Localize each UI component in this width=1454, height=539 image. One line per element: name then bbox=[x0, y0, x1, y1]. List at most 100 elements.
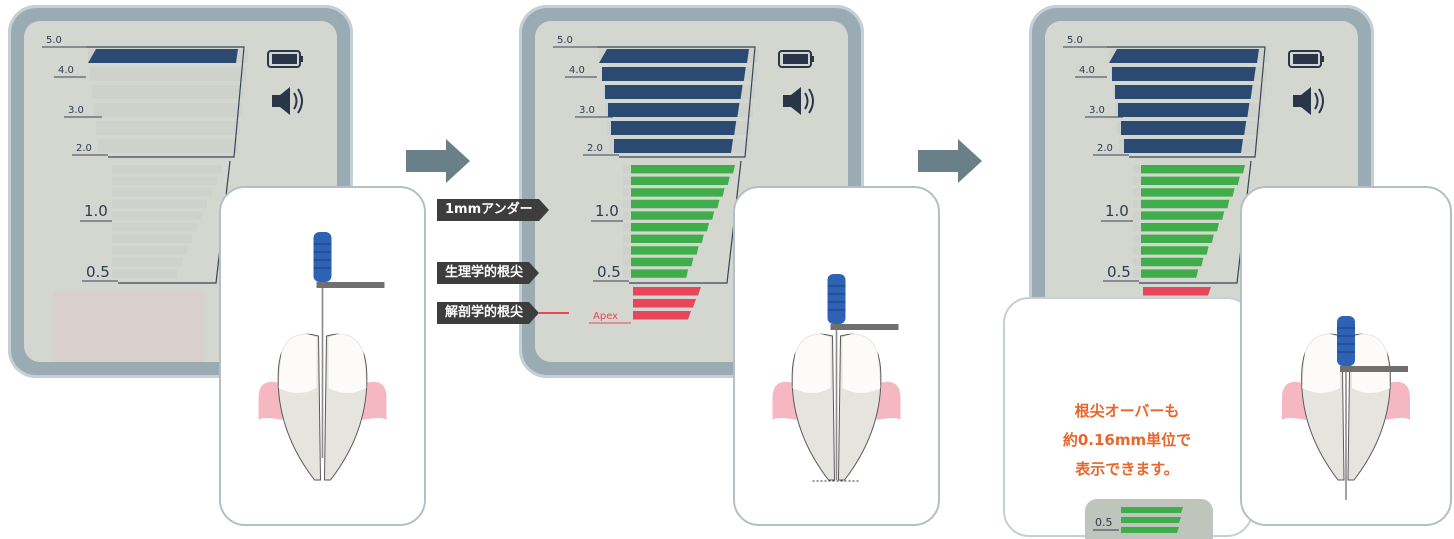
green-bar bbox=[631, 234, 704, 243]
faint-apex-area bbox=[54, 291, 204, 362]
scale-segment-faint bbox=[112, 211, 202, 220]
tooth-card-2 bbox=[733, 186, 940, 526]
scale-segment-faint bbox=[90, 67, 246, 81]
blue-bar bbox=[605, 85, 743, 99]
red-bar bbox=[1143, 287, 1211, 296]
red-bar bbox=[633, 287, 701, 296]
green-bar bbox=[631, 246, 699, 255]
scale-label: 1.0 bbox=[1105, 202, 1129, 220]
scale-segment-faint bbox=[112, 188, 212, 197]
scale-label: Apex bbox=[593, 311, 618, 322]
tag-physiological-apex: 生理学的根尖 bbox=[437, 262, 540, 284]
scale-segment-faint bbox=[112, 199, 207, 209]
file-handle bbox=[313, 232, 332, 282]
blue-bar bbox=[608, 103, 740, 117]
tooth-illustration-3 bbox=[1282, 316, 1410, 500]
scale-label: 2.0 bbox=[76, 143, 92, 154]
scale-segment-faint bbox=[98, 139, 238, 153]
gum-left bbox=[772, 381, 797, 420]
green-bar bbox=[631, 199, 720, 209]
green-bar bbox=[1141, 211, 1225, 220]
scale-label: 3.0 bbox=[1089, 105, 1105, 116]
tooth-illustration-1 bbox=[258, 232, 387, 481]
green-bar bbox=[631, 257, 694, 267]
gum-left bbox=[258, 381, 283, 420]
blue-bar bbox=[1124, 139, 1243, 153]
rubber-stopper bbox=[1340, 366, 1408, 372]
tag-anatomical-apex-label: 解剖学的根尖 bbox=[437, 302, 530, 324]
green-bar bbox=[631, 269, 689, 278]
scale-segment-faint bbox=[94, 103, 242, 117]
green-bar bbox=[631, 211, 715, 220]
gum-left bbox=[1282, 381, 1306, 420]
scale-label: 1.0 bbox=[84, 202, 108, 220]
scale-bracket-upper bbox=[1107, 46, 1266, 158]
green-bar bbox=[1141, 234, 1214, 243]
scale-label: 4.0 bbox=[569, 65, 585, 76]
inset-scale-graphic: 0.5 bbox=[1093, 507, 1183, 533]
scale-segment-faint bbox=[96, 121, 240, 135]
green-bar bbox=[1141, 176, 1240, 185]
tag-1mm-under: 1mmアンダー bbox=[437, 199, 549, 221]
tag-physiological-apex-label: 生理学的根尖 bbox=[437, 262, 530, 284]
scale-segment-faint bbox=[112, 246, 187, 255]
scale-label: 1.0 bbox=[595, 202, 619, 220]
inset-scale-label: 0.5 bbox=[1095, 516, 1113, 529]
scale-label: 2.0 bbox=[1097, 143, 1113, 154]
red-bar bbox=[633, 311, 691, 320]
gum-right bbox=[362, 381, 387, 420]
scale-segment-faint bbox=[112, 234, 192, 243]
green-bar bbox=[1141, 269, 1199, 278]
note-line-3: 表示できます。 bbox=[1075, 460, 1179, 478]
file-handle bbox=[827, 274, 846, 324]
tooth-crown-left bbox=[1302, 333, 1340, 393]
tooth-crown-left bbox=[278, 333, 317, 393]
scale-label: 3.0 bbox=[579, 105, 595, 116]
inset-scale: 0.5 bbox=[1085, 499, 1213, 539]
tooth-illustration-2 bbox=[772, 274, 901, 482]
tooth-crown-right bbox=[1352, 333, 1390, 393]
green-bar bbox=[1141, 257, 1204, 267]
battery-icon bbox=[267, 50, 303, 68]
tag-1mm-under-label: 1mmアンダー bbox=[437, 199, 539, 221]
battery-icon bbox=[778, 50, 814, 68]
scale-segment-faint bbox=[112, 223, 197, 232]
green-bar bbox=[1141, 246, 1209, 255]
scale-segment-faint bbox=[112, 176, 217, 185]
note-line-1: 根尖オーバーも bbox=[1074, 402, 1180, 420]
blue-bar bbox=[88, 49, 238, 63]
green-bar bbox=[631, 165, 735, 174]
blue-bar bbox=[1112, 67, 1256, 81]
scale-segment-faint bbox=[112, 165, 222, 174]
scale-segment-faint bbox=[92, 85, 244, 99]
scale-label: 2.0 bbox=[587, 143, 603, 154]
rubber-stopper bbox=[830, 324, 899, 330]
apex-marker-line bbox=[539, 312, 570, 314]
green-bar bbox=[631, 188, 725, 197]
green-bar bbox=[631, 223, 709, 232]
rubber-stopper bbox=[316, 282, 385, 288]
green-bar bbox=[1141, 165, 1245, 174]
scale-label: 3.0 bbox=[68, 105, 84, 116]
note-text: 根尖オーバーも 約0.16mm単位で 表示できます。 bbox=[1012, 397, 1242, 484]
tooth-crown-right bbox=[842, 333, 881, 393]
speaker-icon bbox=[783, 87, 814, 115]
blue-bar bbox=[611, 121, 737, 135]
tooth-card-3 bbox=[1240, 186, 1452, 526]
blue-bar bbox=[1109, 49, 1259, 63]
scale-label: 5.0 bbox=[557, 35, 573, 46]
tag-anatomical-apex: 解剖学的根尖 bbox=[437, 302, 570, 324]
tooth-crown-left bbox=[792, 333, 831, 393]
scale-segment-faint bbox=[112, 269, 177, 278]
speaker-icon bbox=[272, 87, 303, 115]
green-bar bbox=[1141, 223, 1219, 232]
blue-bar bbox=[1121, 121, 1247, 135]
blue-bar bbox=[1115, 85, 1253, 99]
gum-right bbox=[876, 381, 901, 420]
scale-label: 4.0 bbox=[58, 65, 74, 76]
blue-bar bbox=[599, 49, 749, 63]
tooth-card-1 bbox=[219, 186, 426, 526]
